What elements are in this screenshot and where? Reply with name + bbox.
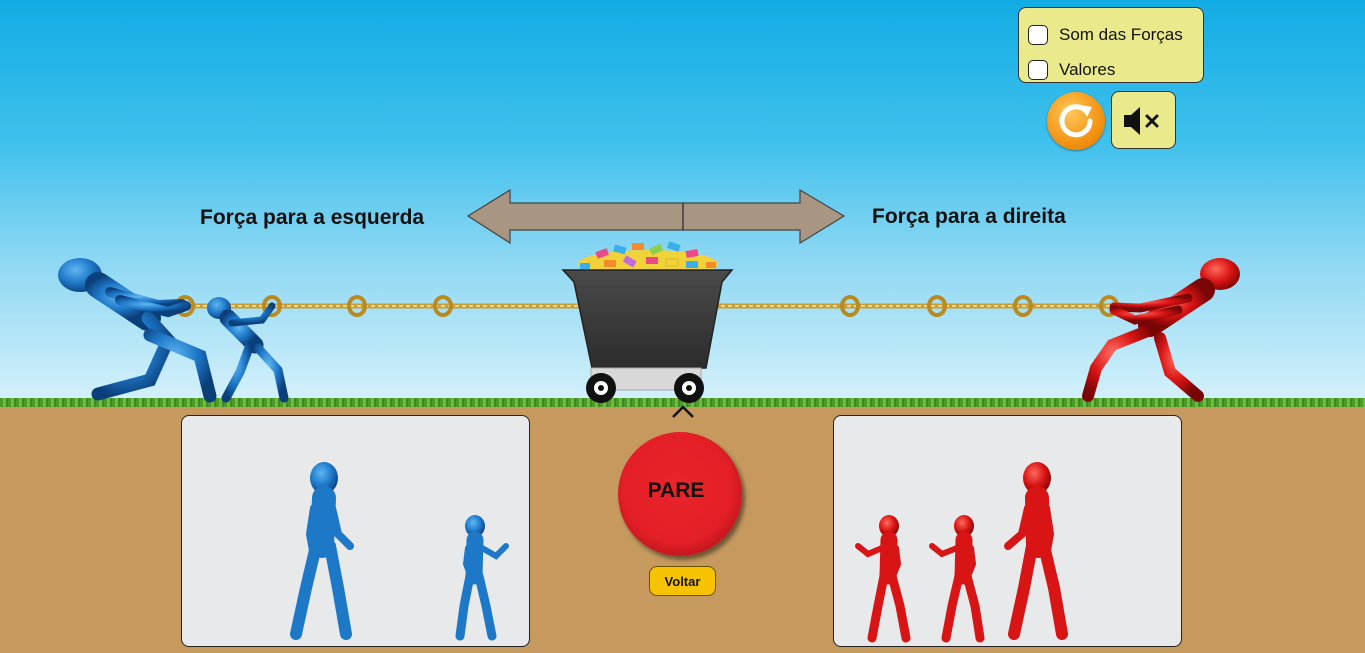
pare-label: PARE — [647, 479, 705, 502]
reset-icon — [1059, 104, 1093, 138]
force-right-label: Força para a direita — [872, 205, 1066, 228]
sum-of-forces-label: Som das Forças — [1059, 25, 1183, 44]
pare-button[interactable]: PARE — [618, 432, 742, 556]
blue-figure-large[interactable] — [290, 462, 354, 640]
blue-puller-large — [58, 258, 217, 403]
grass-strip — [0, 398, 1365, 407]
rope-knots — [175, 295, 1119, 317]
sound-toggle-button[interactable] — [1111, 91, 1176, 149]
candy-cart — [561, 241, 734, 403]
force-arrow — [466, 188, 846, 245]
voltar-button[interactable]: Voltar — [649, 566, 716, 596]
red-figure-small-1[interactable] — [855, 515, 911, 643]
red-figure-large[interactable] — [1004, 462, 1068, 640]
values-label: Valores — [1059, 60, 1116, 79]
red-puller — [1082, 258, 1240, 402]
sum-of-forces-option[interactable]: Som das Forças — [1028, 22, 1183, 48]
sum-of-forces-checkbox[interactable] — [1028, 25, 1048, 45]
cart-position-marker-icon — [672, 405, 694, 418]
values-checkbox[interactable] — [1028, 60, 1048, 80]
blue-figure-small[interactable] — [455, 515, 509, 641]
red-team-panel — [833, 415, 1182, 647]
values-option[interactable]: Valores — [1028, 57, 1115, 83]
blue-puller-small — [207, 297, 289, 403]
force-left-label: Força para a esquerda — [200, 206, 425, 229]
reset-button[interactable] — [1047, 92, 1105, 150]
options-panel: Som das Forças Valores — [1018, 7, 1204, 83]
speaker-muted-icon — [1124, 107, 1159, 135]
blue-team-panel — [181, 415, 530, 647]
red-figure-small-2[interactable] — [929, 515, 985, 643]
